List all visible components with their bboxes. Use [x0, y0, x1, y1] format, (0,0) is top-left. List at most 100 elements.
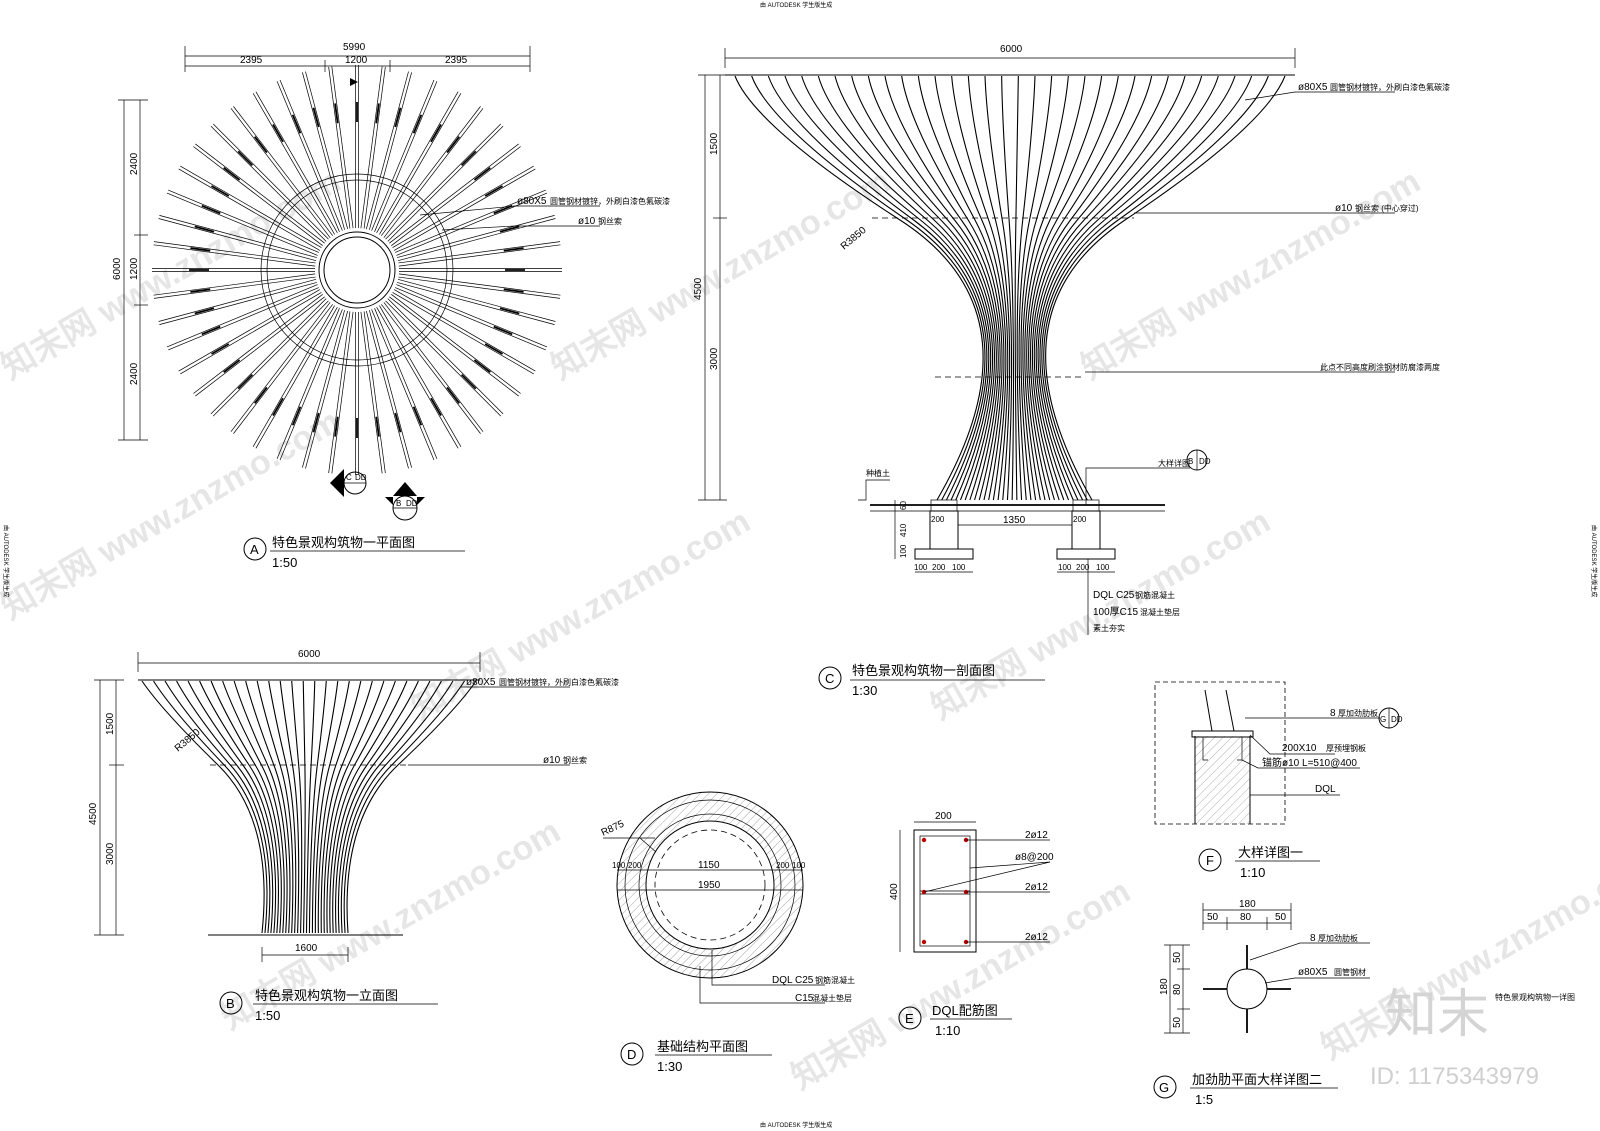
funnel-rib: [279, 680, 300, 934]
funnel-rib: [884, 75, 1001, 501]
funnel-rib: [256, 680, 294, 934]
view-b-letter: B: [226, 996, 235, 1011]
note-a-pipe: ø80X5: [517, 196, 547, 207]
center-ring-inner: [323, 236, 391, 304]
plan-rib: [233, 304, 333, 434]
f-note-3: 素土夯实: [1093, 623, 1125, 633]
plan-rib: [159, 282, 317, 325]
plan-rib: [398, 241, 561, 264]
plan-rib-joint: [211, 185, 230, 197]
plan-rib-joint: [254, 386, 268, 404]
plan-rib: [305, 310, 349, 469]
funnel-rib: [1028, 75, 1136, 501]
plan-rib: [195, 143, 325, 244]
dim-b-width: 6000: [298, 649, 321, 660]
plan-rib-joint: [334, 416, 339, 437]
plan-rib: [212, 123, 329, 240]
plan-rib-joint: [291, 114, 302, 134]
dim-a-total: 5990: [343, 42, 366, 53]
view-a-scale: 1:50: [272, 555, 297, 570]
section-ribs: [734, 75, 1286, 501]
funnel-rib: [141, 680, 265, 934]
plan-rib-joint: [312, 107, 320, 128]
plan-rib: [360, 66, 383, 229]
cable-ring: [260, 173, 454, 367]
funnel-rib: [268, 680, 297, 934]
plan-rib: [387, 125, 504, 242]
note-a-cable: ø10: [578, 216, 596, 227]
view-b-badge: [219, 991, 243, 1015]
plan-rib-joint: [272, 397, 284, 416]
north-flag-icon: [350, 78, 358, 86]
funnel-rib: [320, 680, 373, 934]
grade-label: 种植土: [866, 468, 890, 478]
plan-rib: [360, 311, 383, 474]
plan-rib: [395, 287, 546, 351]
g-note-1-num: 8: [1310, 933, 1316, 944]
funnel-rib: [817, 75, 994, 501]
autodesk-stamp-top: 由 AUTODESK 学生版生成: [760, 1, 832, 9]
dim-a-mid: 1200: [345, 55, 368, 66]
plan-rib: [376, 91, 459, 234]
view-g-scale: 1:5: [1195, 1092, 1213, 1107]
funnel-rib: [343, 680, 465, 934]
g-side-note: 特色景观构筑物一详图: [1495, 992, 1575, 1002]
plan-rib-joint: [312, 412, 320, 433]
view-b-scale: 1:50: [255, 1008, 280, 1023]
funnel-rib: [801, 75, 992, 501]
watermark: 知末网 www.znzmo.com: [215, 812, 567, 1037]
view-f-letter: F: [1206, 853, 1214, 868]
plan-rib: [168, 287, 319, 351]
plan-rib: [391, 294, 521, 394]
dim-a-left: 2395: [240, 55, 263, 66]
plan-rib-joint: [190, 247, 211, 252]
dim-b-height-top: 1500: [105, 712, 116, 735]
funnel-rib: [1029, 75, 1153, 501]
plan-rib: [391, 146, 521, 246]
cable-ring-inner: [266, 179, 448, 361]
funnel-rib: [1016, 75, 1036, 501]
note-c-paint: 此点不同高度刷涂钢材防腐漆两度: [1320, 362, 1440, 372]
funnel-rib: [1018, 75, 1053, 501]
plan-rib: [180, 292, 322, 375]
plan-rib-joint: [375, 103, 380, 124]
e-dim-height: 400: [889, 883, 900, 900]
plan-rib-joint: [493, 325, 513, 336]
detail-ref-letter: B: [1188, 457, 1193, 466]
plan-rib-joint: [237, 374, 253, 390]
funnel-rib: [326, 680, 396, 934]
plan-rib: [365, 71, 409, 230]
funnel-rib: [340, 680, 454, 934]
dim-b-base: 1600: [295, 943, 318, 954]
autodesk-stamp-right: 由 AUTODESK 学生版生成: [1590, 525, 1598, 597]
c-dim-60: 60: [899, 501, 908, 510]
note-a-cable-desc: 钢丝索: [598, 216, 622, 226]
section-c-letter: C: [346, 473, 352, 482]
funnel-rib: [291, 680, 303, 934]
plan-rib: [376, 306, 459, 449]
plan-rib: [374, 308, 438, 459]
plan-rib-joint: [473, 167, 491, 181]
plan-rib-joint: [493, 204, 513, 215]
plan-rib: [387, 298, 504, 415]
plan-rib: [397, 282, 555, 325]
plan-rib-joint: [201, 325, 221, 336]
view-e-scale: 1:10: [935, 1023, 960, 1038]
view-d-scale: 1:30: [657, 1059, 682, 1074]
f-note-2-desc: 混凝土垫层: [1140, 607, 1180, 617]
funnel-rib: [317, 680, 362, 934]
c-foot-right-2: 200: [1076, 563, 1090, 572]
dim-a-height-mid: 1200: [129, 257, 140, 280]
plan-rib: [389, 296, 519, 397]
d-dim-total: 1950: [698, 880, 721, 891]
plan-rib-joint: [190, 288, 211, 293]
funnel-rib: [323, 680, 385, 934]
f-note-4: DQL: [1315, 784, 1336, 795]
f-note-1-text: 厚加劲肋板: [1338, 708, 1378, 718]
funnel-rib: [1024, 75, 1103, 501]
plan-rib-joint: [473, 359, 491, 373]
plan-rib: [252, 305, 335, 447]
plan-rib-joint: [394, 412, 402, 433]
view-a-letter: A: [250, 542, 259, 557]
elevation-ribs: [141, 680, 477, 934]
